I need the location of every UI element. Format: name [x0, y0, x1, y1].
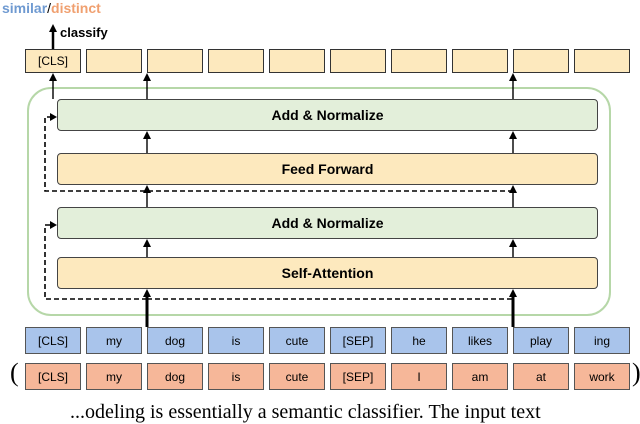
feed-forward-layer: Feed Forward [57, 153, 598, 185]
encoder-block [27, 87, 611, 316]
open-paren: ( [10, 358, 19, 387]
input-token: cute [269, 327, 325, 354]
input-token: dog [147, 327, 203, 354]
output-token-cls: [CLS] [25, 49, 81, 73]
output-token [452, 49, 508, 73]
input-token: likes [452, 327, 508, 354]
classification-label: similar/distinct [2, 0, 101, 16]
residual-connections [44, 116, 513, 300]
input-token: work [574, 363, 630, 390]
input-token: cute [269, 363, 325, 390]
inter-layer-arrows [143, 131, 517, 257]
input-token-cls: [CLS] [25, 363, 81, 390]
input-token-sep: [SEP] [330, 327, 386, 354]
add-normalize-top-layer: Add & Normalize [57, 99, 598, 131]
output-token [574, 49, 630, 73]
output-token [269, 49, 325, 73]
input-token: my [86, 327, 142, 354]
add-normalize-bottom-layer: Add & Normalize [57, 207, 598, 239]
caption-fragment: ...odeling is essentially a semantic cla… [70, 401, 541, 423]
input-token: dog [147, 363, 203, 390]
output-token [208, 49, 264, 73]
slash-separator: / [47, 0, 52, 16]
output-token [513, 49, 569, 73]
input-token: is [208, 363, 264, 390]
distinct-label: distinct [51, 0, 101, 16]
input-token-cls: [CLS] [25, 327, 81, 354]
input-token: play [513, 327, 569, 354]
input-token-sep: [SEP] [330, 363, 386, 390]
input-token: ing [574, 327, 630, 354]
classify-label: classify [60, 25, 108, 40]
layer-output-arrows [49, 73, 517, 99]
output-token [391, 49, 447, 73]
output-token [330, 49, 386, 73]
close-paren: ) [632, 358, 640, 387]
self-attention-layer: Self-Attention [57, 257, 598, 289]
input-token: he [391, 327, 447, 354]
input-token: is [208, 327, 264, 354]
input-token: am [452, 363, 508, 390]
similar-label: similar [2, 0, 48, 16]
output-token [86, 49, 142, 73]
input-token: at [513, 363, 569, 390]
input-token: I [391, 363, 447, 390]
output-token [147, 49, 203, 73]
input-token: my [86, 363, 142, 390]
input-arrows [143, 289, 517, 327]
